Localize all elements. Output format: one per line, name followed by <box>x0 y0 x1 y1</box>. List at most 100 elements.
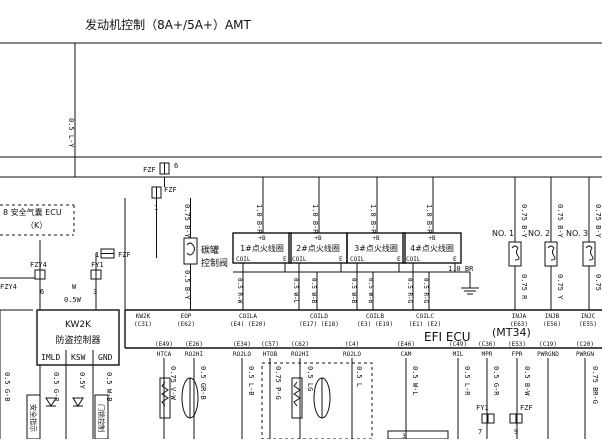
ecu-bottom-pin-code: (E26) <box>185 341 203 348</box>
fzf-top-pin: 6 <box>174 162 178 170</box>
fzf-top-label: FZF <box>143 166 156 174</box>
canister-line1: 碳罐 <box>201 244 219 256</box>
ecu-top-pin-code: (E55) <box>579 321 597 328</box>
ecu-top-pin-name: COILA <box>239 313 257 320</box>
wire-label-canister-bot: 0.5 B-Y <box>183 270 191 300</box>
immobilizer-name: 防盗控制器 <box>55 334 100 346</box>
ecu-top-pin-code: (E4) (E20) <box>230 321 266 328</box>
coil-feed-wire-label: 1.0 B-R <box>425 204 433 234</box>
coil-feed-wire-label: 1.0 B-R <box>369 204 377 234</box>
wire-bot-1: 0.5Y <box>78 372 86 390</box>
injector-coil-icon <box>585 245 594 261</box>
ecu-bottom-pin-code: (C36) <box>478 341 496 348</box>
ecu-top-pin-name: KW2K <box>136 313 151 320</box>
coil-box <box>232 232 292 264</box>
airbag-ecu-label: 8 安全气囊 ECU <box>3 207 62 217</box>
ecu-bottom-wire-label: 0.5 GR-B <box>199 366 207 400</box>
ecu-bottom-pin-name: FPR <box>512 351 523 358</box>
coil-ecu-wire-label: 0.5 W-B <box>310 278 317 304</box>
wire-bot-left: 0.5 G-B <box>3 372 11 402</box>
coil-plus-label: +B <box>258 235 266 242</box>
injector-label: NO. 1 <box>492 229 514 238</box>
immobilizer-box <box>36 309 120 366</box>
ecu-bottom-wire-label: 0.75 BR-G <box>591 366 599 404</box>
ecu-bottom-pin-name: HTCA <box>157 351 172 358</box>
fy1-fzf-label: FZF <box>118 251 131 259</box>
injector-feed-label: 0.75 B-Y <box>594 204 602 239</box>
o2-sensors <box>159 377 331 419</box>
coil-pin-left: COIL <box>292 256 307 263</box>
ecu-bottom-pin-code: (C62) <box>291 341 309 348</box>
ecu-bottom-pin-name: HTOB <box>263 351 278 358</box>
ecu-bottom-wire-label: 0.75 V-W <box>169 366 177 401</box>
injector-signal-label: 0.75 <box>594 274 602 291</box>
ecu-bottom-pin-code: (E53) <box>508 341 526 348</box>
wire-label-canister-top: 0.75 B-Y <box>183 204 191 239</box>
coil-name: 4#点火线圈 <box>410 243 454 253</box>
coil-feed-wire-label: 1.0 B-R <box>255 204 263 234</box>
ecu-top-pin-code: (E56) <box>543 321 561 328</box>
coil-box <box>346 232 406 264</box>
fy1-left-pin: 3 <box>93 288 97 296</box>
airbag-ecu-sub: （K） <box>26 221 47 230</box>
ecu-bottom-pin-name: MIL <box>453 351 464 358</box>
coil-name: 3#点火线圈 <box>354 243 398 253</box>
ecu-bottom-wire-label: 0.5 L-R <box>463 366 471 396</box>
injector-coil-icon <box>511 245 520 261</box>
ecu-bottom-pin-code: (E34) <box>233 341 251 348</box>
heater-resistor-icon <box>161 381 169 407</box>
ecu-bottom-wire-label: 0.75 P-G <box>274 366 282 400</box>
injector-feed-label: 0.75 B-Y <box>520 204 528 239</box>
diode-icon-2 <box>72 397 84 407</box>
bottom-fuse-fzf-pin: 9 <box>514 428 518 436</box>
ecu-bottom-pin-code: (C57) <box>261 341 279 348</box>
immobilizer-pin-imld: IMLD <box>41 353 60 362</box>
ecu-bottom-wire-label: 0.5 L-B <box>247 366 255 396</box>
coil-pin-left: COIL <box>406 256 421 263</box>
ecu-top-pin-name: EOP <box>181 313 192 320</box>
ecu-bottom-pin-name: RO2HI <box>291 351 309 358</box>
fzy4-pin: 6 <box>40 288 44 296</box>
fzy4-side-label: FZY4 <box>0 283 17 291</box>
o2-heater-box <box>291 377 303 419</box>
injector-signal-label: 0.75 Y <box>556 274 564 300</box>
injector-label: NO. 3 <box>566 229 588 238</box>
immobilizer-pin-ksw: KSW <box>71 353 86 362</box>
ecu-top-pin-name: COILC <box>416 313 434 320</box>
bottom-fuse-fy1-label: FY1 <box>476 404 489 412</box>
ecu-top-pin-name: COILB <box>366 313 384 320</box>
ecu-bottom-pin-name: PWRGN <box>576 351 594 358</box>
injector-label: NO. 2 <box>528 229 550 238</box>
coil-plus-label: +B <box>372 235 380 242</box>
coil-pin-right: E <box>283 256 287 263</box>
ecu-top-pin-code: (C31) <box>134 321 152 328</box>
wire-w: W <box>72 283 77 291</box>
coil-ecu-wire-label: 0.5 W-B <box>367 278 374 304</box>
immobilizer-pin-gnd: GND <box>98 353 113 362</box>
door-lock-label: 门锁控制 <box>97 404 106 432</box>
ecu-bottom-wire-label: 0.5 L <box>355 366 363 387</box>
wire-label-top: 0.5 L-Y <box>67 118 75 148</box>
ecu-top-pin-code: (E62) <box>177 321 195 328</box>
ecu-bottom-pin-code: (E49) <box>155 341 173 348</box>
coil-plus-label: +B <box>314 235 322 242</box>
ecu-bottom-pin-code: (C20) <box>576 341 594 348</box>
fy1-pin: 1 <box>95 251 99 259</box>
canister-valve-coil-icon <box>186 242 195 256</box>
coil-pin-right: E <box>339 256 343 263</box>
injector-signal-label: 0.75 R <box>520 274 528 300</box>
ecu-name: EFI ECU <box>424 330 471 344</box>
coil-box <box>402 232 462 264</box>
coil-ecu-wire-label: 0.5 R-G <box>422 278 429 304</box>
heater-resistor-icon <box>293 381 301 407</box>
coil-feed-wire-label: 1.0 B-R <box>311 204 319 234</box>
coil-pin-left: COIL <box>350 256 365 263</box>
injector-coil-icon <box>547 245 556 261</box>
coil-plus-label: +B <box>428 235 436 242</box>
o2-heater-box <box>159 377 171 419</box>
bottom-relay-number: 3 <box>402 433 406 439</box>
coil-pin-left: COIL <box>236 256 251 263</box>
